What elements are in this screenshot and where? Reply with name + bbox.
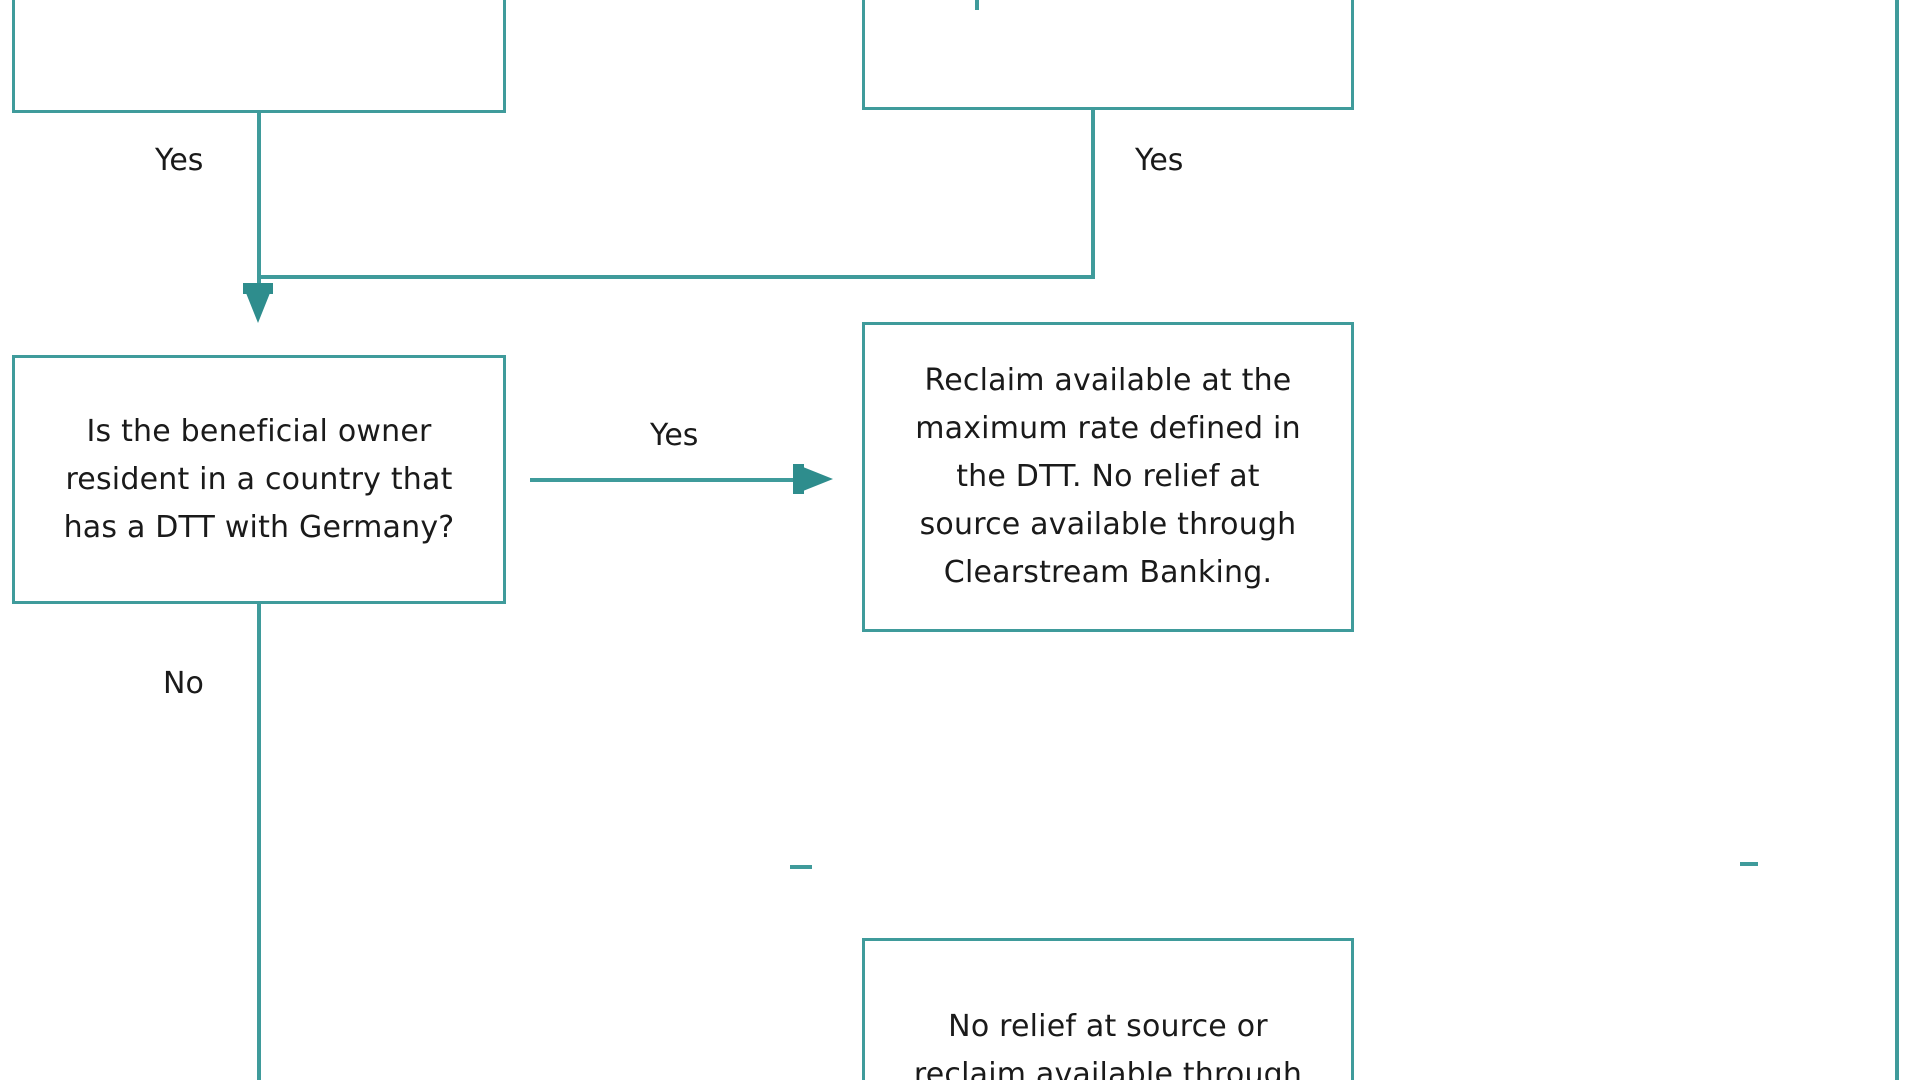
edge-label-yes-left: Yes xyxy=(155,143,204,178)
node-dtt-with-germany-label: Is the beneficial owner resident in a co… xyxy=(63,413,455,545)
node-is-beneficial-owner[interactable]: the beneficial owner? xyxy=(862,0,1354,110)
edge-dtt-yes-horizontal xyxy=(530,478,800,482)
edge-far-right-vertical xyxy=(1895,0,1899,1080)
edge-merge-horizontal xyxy=(257,275,1095,279)
node-no-relief-or-reclaim-label: No relief at source or reclaim available… xyxy=(913,1009,1303,1080)
edge-stub-bottom-right xyxy=(1740,862,1758,866)
node-reclaim-available[interactable]: Reclaim available at the maximum rate de… xyxy=(862,322,1354,632)
node-dtt-with-germany[interactable]: Is the beneficial owner resident in a co… xyxy=(12,355,506,604)
edge-label-no-dtt: No xyxy=(163,666,204,701)
edge-dtt-no-vertical xyxy=(257,604,261,1080)
node-owner-of-securities[interactable]: owner of the securities? xyxy=(12,0,506,113)
edge-label-yes-right: Yes xyxy=(1135,143,1184,178)
edge-stub-top-center xyxy=(975,0,979,10)
edge-left-vertical xyxy=(257,113,261,293)
edge-stub-to-no-relief xyxy=(790,865,812,869)
node-no-relief-or-reclaim[interactable]: No relief at source or reclaim available… xyxy=(862,938,1354,1080)
edge-label-yes-dtt: Yes xyxy=(650,418,699,453)
edge-right-vertical xyxy=(1091,110,1095,279)
node-reclaim-available-label: Reclaim available at the maximum rate de… xyxy=(915,363,1301,590)
